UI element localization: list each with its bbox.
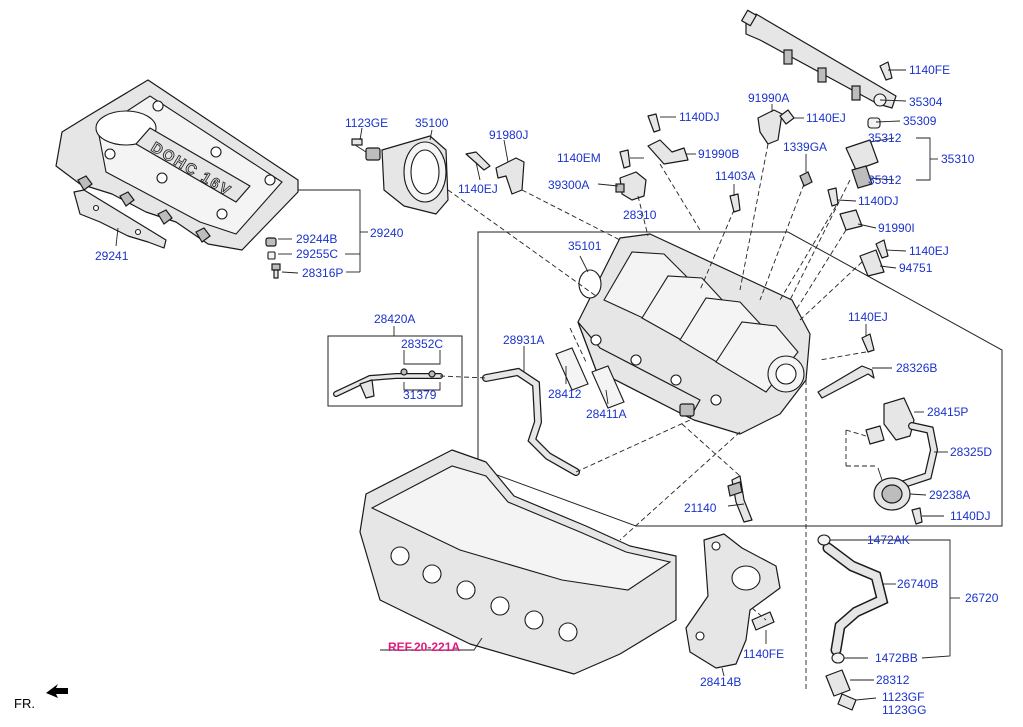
bolt-1140DJ-c xyxy=(911,507,923,525)
callout-29244B[interactable]: 29244B xyxy=(296,232,337,246)
water-hose-26720 xyxy=(817,534,889,664)
cylinder-head xyxy=(359,449,677,675)
callout-1140DJ-a[interactable]: 1140DJ xyxy=(679,110,719,124)
callout-35304[interactable]: 35304 xyxy=(909,95,943,109)
reference-label[interactable]: REF.20-221A xyxy=(388,640,460,654)
bracket-91990A xyxy=(757,109,783,145)
callout-11403A[interactable]: 11403A xyxy=(715,169,755,183)
callout-1140FE-bottom[interactable]: 1140FE xyxy=(743,647,784,661)
bracket-91990I xyxy=(839,209,863,231)
callout-1140DJ-b[interactable]: 1140DJ xyxy=(858,194,898,208)
pcv-hose-assembly xyxy=(333,368,443,399)
dipstick-21140 xyxy=(727,475,753,523)
callout-1472BB[interactable]: 1472BB xyxy=(875,651,918,665)
callout-35100[interactable]: 35100 xyxy=(415,116,449,130)
callout-28316P[interactable]: 28316P xyxy=(302,266,343,280)
gasket-28411A xyxy=(591,365,625,409)
callout-1140EJ-d[interactable]: 1140EJ xyxy=(848,310,888,324)
clamp-1472BB xyxy=(831,652,845,664)
bracket-94751 xyxy=(859,249,885,277)
bolt-11403A xyxy=(729,193,741,213)
bolt-1140EM xyxy=(619,149,631,169)
bolt-1140FE-top xyxy=(879,61,893,81)
pcv-hose-group-frame xyxy=(327,335,463,407)
callout-26720[interactable]: 26720 xyxy=(965,591,999,605)
callout-28414B[interactable]: 28414B xyxy=(700,675,741,689)
callout-91980J[interactable]: 91980J xyxy=(489,128,528,142)
bracket-28414B xyxy=(685,533,781,669)
fuel-injector xyxy=(845,117,881,189)
front-direction-arrow xyxy=(46,684,68,698)
callout-1123GG[interactable]: 1123GG xyxy=(882,703,926,717)
callout-1140EJ-c[interactable]: 1140EJ xyxy=(458,182,498,196)
intake-manifold xyxy=(577,233,811,435)
fitting-28312 xyxy=(825,669,857,711)
valve-28415P xyxy=(865,397,915,445)
fuel-rail xyxy=(741,9,897,109)
callout-31379[interactable]: 31379 xyxy=(403,388,437,402)
callout-35101[interactable]: 35101 xyxy=(568,239,602,253)
cover-bracket-29241 xyxy=(73,189,167,249)
callout-28325D[interactable]: 28325D xyxy=(950,445,992,459)
callout-1140FE-top[interactable]: 1140FE xyxy=(909,63,950,77)
callout-1123GF[interactable]: 1123GF xyxy=(882,690,924,704)
bolt-1140EJ-d xyxy=(861,333,875,353)
callout-94751[interactable]: 94751 xyxy=(899,261,933,275)
clamp-1472AK xyxy=(817,534,831,546)
callout-28352C[interactable]: 28352C xyxy=(401,337,443,351)
cover-grommets xyxy=(265,237,281,279)
callout-1140EJ-a[interactable]: 1140EJ xyxy=(806,111,846,125)
bracket-91980J xyxy=(465,151,525,195)
callout-29240[interactable]: 29240 xyxy=(370,226,404,240)
callout-91990B[interactable]: 91990B xyxy=(698,147,739,161)
front-marker-label: FR. xyxy=(14,696,35,711)
gasket-28412 xyxy=(555,347,589,391)
pipe-28326B xyxy=(817,365,875,399)
callout-28411A[interactable]: 28411A xyxy=(586,407,626,421)
callout-35312-a[interactable]: 35312 xyxy=(868,131,902,145)
callout-21140[interactable]: 21140 xyxy=(684,501,717,515)
throttle-body xyxy=(351,135,449,215)
gasket-35101 xyxy=(578,269,602,299)
callout-35312-b[interactable]: 35312 xyxy=(868,173,902,187)
bolt-1140DJ-a xyxy=(827,187,839,207)
callout-1140EM[interactable]: 1140EM xyxy=(557,151,601,165)
bolt-1140EJ-a xyxy=(779,109,795,125)
callout-28931A[interactable]: 28931A xyxy=(503,333,544,347)
callout-91990A[interactable]: 91990A xyxy=(748,91,789,105)
callout-28420A[interactable]: 28420A xyxy=(374,312,415,326)
clip-1339GA xyxy=(799,171,813,187)
callout-28310[interactable]: 28310 xyxy=(623,208,657,222)
callout-1140DJ-c[interactable]: 1140DJ xyxy=(950,509,990,523)
callout-28326B[interactable]: 28326B xyxy=(896,361,937,375)
callout-29238A[interactable]: 29238A xyxy=(929,488,970,502)
callout-28415P[interactable]: 28415P xyxy=(927,405,968,419)
callout-1123GE[interactable]: 1123GE xyxy=(345,116,388,130)
callout-29241[interactable]: 29241 xyxy=(95,249,129,263)
callout-labels: 1140FE 35304 35309 35312 35310 35312 919… xyxy=(95,63,999,717)
leader-lines xyxy=(115,69,960,701)
actuator-29238A xyxy=(873,467,911,511)
map-sensor-39300A xyxy=(615,171,647,201)
engine-cover: DOHC 16V xyxy=(55,79,299,251)
callout-28312[interactable]: 28312 xyxy=(876,673,910,687)
callout-29255C[interactable]: 29255C xyxy=(296,247,338,261)
callout-39300A[interactable]: 39300A xyxy=(548,178,589,192)
callout-1472AK[interactable]: 1472AK xyxy=(867,533,910,547)
callout-1339GA[interactable]: 1339GA xyxy=(783,140,827,154)
bolt-1140FE-bottom xyxy=(751,611,775,631)
bracket-91990B xyxy=(647,113,689,165)
callout-28412[interactable]: 28412 xyxy=(548,387,582,401)
callout-1140EJ-b[interactable]: 1140EJ xyxy=(909,244,949,258)
oil-filler-opening xyxy=(95,110,157,146)
bolt-1140EJ-b xyxy=(875,239,889,259)
callout-26740B[interactable]: 26740B xyxy=(897,577,938,591)
callout-35309[interactable]: 35309 xyxy=(903,114,937,128)
callout-35310[interactable]: 35310 xyxy=(941,152,975,166)
head-bolt-holes xyxy=(390,546,578,642)
callout-91990I[interactable]: 91990I xyxy=(878,221,915,235)
dashed-alignment-lines xyxy=(439,143,878,690)
